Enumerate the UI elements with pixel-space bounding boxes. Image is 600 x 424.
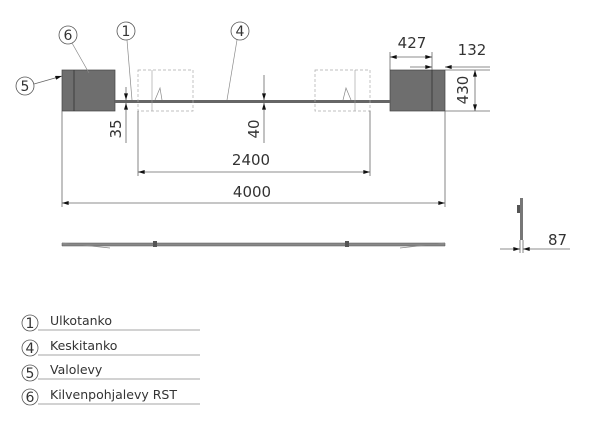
dim-overall-length: 4000: [233, 183, 271, 201]
dimensions: 2400 4000 35 40 430 427 132: [61, 34, 490, 207]
balloons: 6 1 4 5: [15, 21, 250, 101]
dim-plate-width: 427: [398, 34, 427, 52]
dim-inner-length: 2400: [232, 151, 270, 169]
dim-outer-rod-height: 35: [107, 119, 125, 138]
top-view: [61, 69, 446, 112]
rod: [115, 100, 390, 103]
balloon-5: 5: [21, 79, 30, 95]
legend-label: Valolevy: [50, 362, 103, 377]
legend-item: 6 Kilvenpohjalevy RST: [21, 387, 200, 406]
ghost-plate-right: [314, 69, 371, 112]
legend-label: Kilvenpohjalevy RST: [50, 387, 177, 402]
side-view: 87: [500, 198, 570, 253]
legend-item: 4 Keskitanko: [21, 338, 200, 357]
svg-text:4: 4: [26, 341, 35, 357]
legend-item: 1 Ulkotanko: [21, 313, 200, 332]
legend-label: Ulkotanko: [50, 313, 112, 328]
dim-plate-height: 430: [454, 76, 472, 105]
balloon-1: 1: [122, 24, 131, 40]
svg-text:1: 1: [26, 316, 35, 332]
front-view: [61, 241, 446, 249]
dim-side-depth: 87: [548, 231, 567, 249]
legend: 1 Ulkotanko 4 Keskitanko 5 Valolevy 6 Ki…: [21, 313, 200, 406]
legend-item: 5 Valolevy: [21, 362, 200, 382]
right-sign-plate: [389, 69, 446, 112]
ghost-plate-left: [137, 69, 194, 112]
svg-text:6: 6: [26, 390, 35, 406]
svg-text:5: 5: [26, 366, 35, 382]
left-sign-plate: [61, 69, 116, 112]
balloon-4: 4: [236, 24, 245, 40]
dim-middle-rod-height: 40: [245, 119, 263, 138]
legend-label: Keskitanko: [50, 338, 117, 353]
balloon-6: 6: [64, 28, 73, 44]
dim-light-plate-width: 132: [458, 41, 487, 59]
